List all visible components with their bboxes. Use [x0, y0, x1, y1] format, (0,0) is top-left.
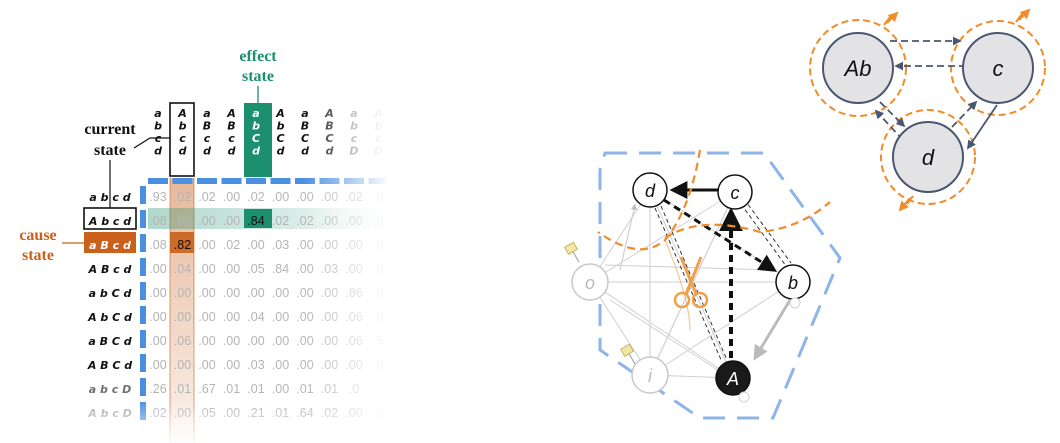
- effect-label-line2: state: [242, 68, 274, 85]
- cause-row-highlight: [84, 232, 136, 253]
- svg-text:c: c: [993, 56, 1004, 81]
- svg-text:i: i: [648, 366, 653, 386]
- macro-node-Ab: Ab: [822, 32, 894, 104]
- row-label: A b c d: [88, 215, 131, 228]
- network-node-A: A: [715, 360, 751, 396]
- network-node-b: b: [775, 264, 811, 300]
- pushpin-icon: [563, 241, 580, 263]
- macro-graph: Ab c d: [809, 8, 1046, 212]
- svg-text:d: d: [922, 145, 935, 170]
- svg-text:b: b: [788, 273, 798, 293]
- svg-text:Ab: Ab: [843, 56, 872, 81]
- transition-matrix: abcdAbcdaBcdABcdabCdAbCdaBCdABCdabcDAbcD…: [19, 48, 390, 443]
- network-node-c: c: [717, 174, 753, 210]
- svg-text:A: A: [726, 369, 739, 389]
- macro-node-d: d: [892, 121, 964, 193]
- macro-node-c: c: [962, 32, 1034, 104]
- effect-label-line1: effect: [239, 48, 277, 65]
- network-node-d: d: [632, 172, 668, 208]
- svg-text:c: c: [731, 183, 740, 203]
- causal-network: o i d c b A: [563, 149, 842, 420]
- row-label: a b C d: [89, 287, 132, 300]
- network-node-o: o: [571, 263, 609, 301]
- dashed-hexagon: [598, 151, 842, 420]
- svg-text:o: o: [585, 273, 595, 293]
- current-label-line1: current: [84, 121, 136, 138]
- row-label: a B c d: [89, 239, 131, 252]
- scissors-icon: [673, 256, 709, 309]
- svg-text:d: d: [645, 181, 656, 201]
- cause-label-line1: cause: [19, 227, 56, 244]
- cause-label-line2: state: [22, 247, 54, 264]
- current-label-line2: state: [94, 142, 126, 159]
- pushpin-icon-2: [619, 343, 636, 365]
- network-node-i: i: [631, 356, 669, 394]
- row-label: A B c d: [88, 263, 132, 276]
